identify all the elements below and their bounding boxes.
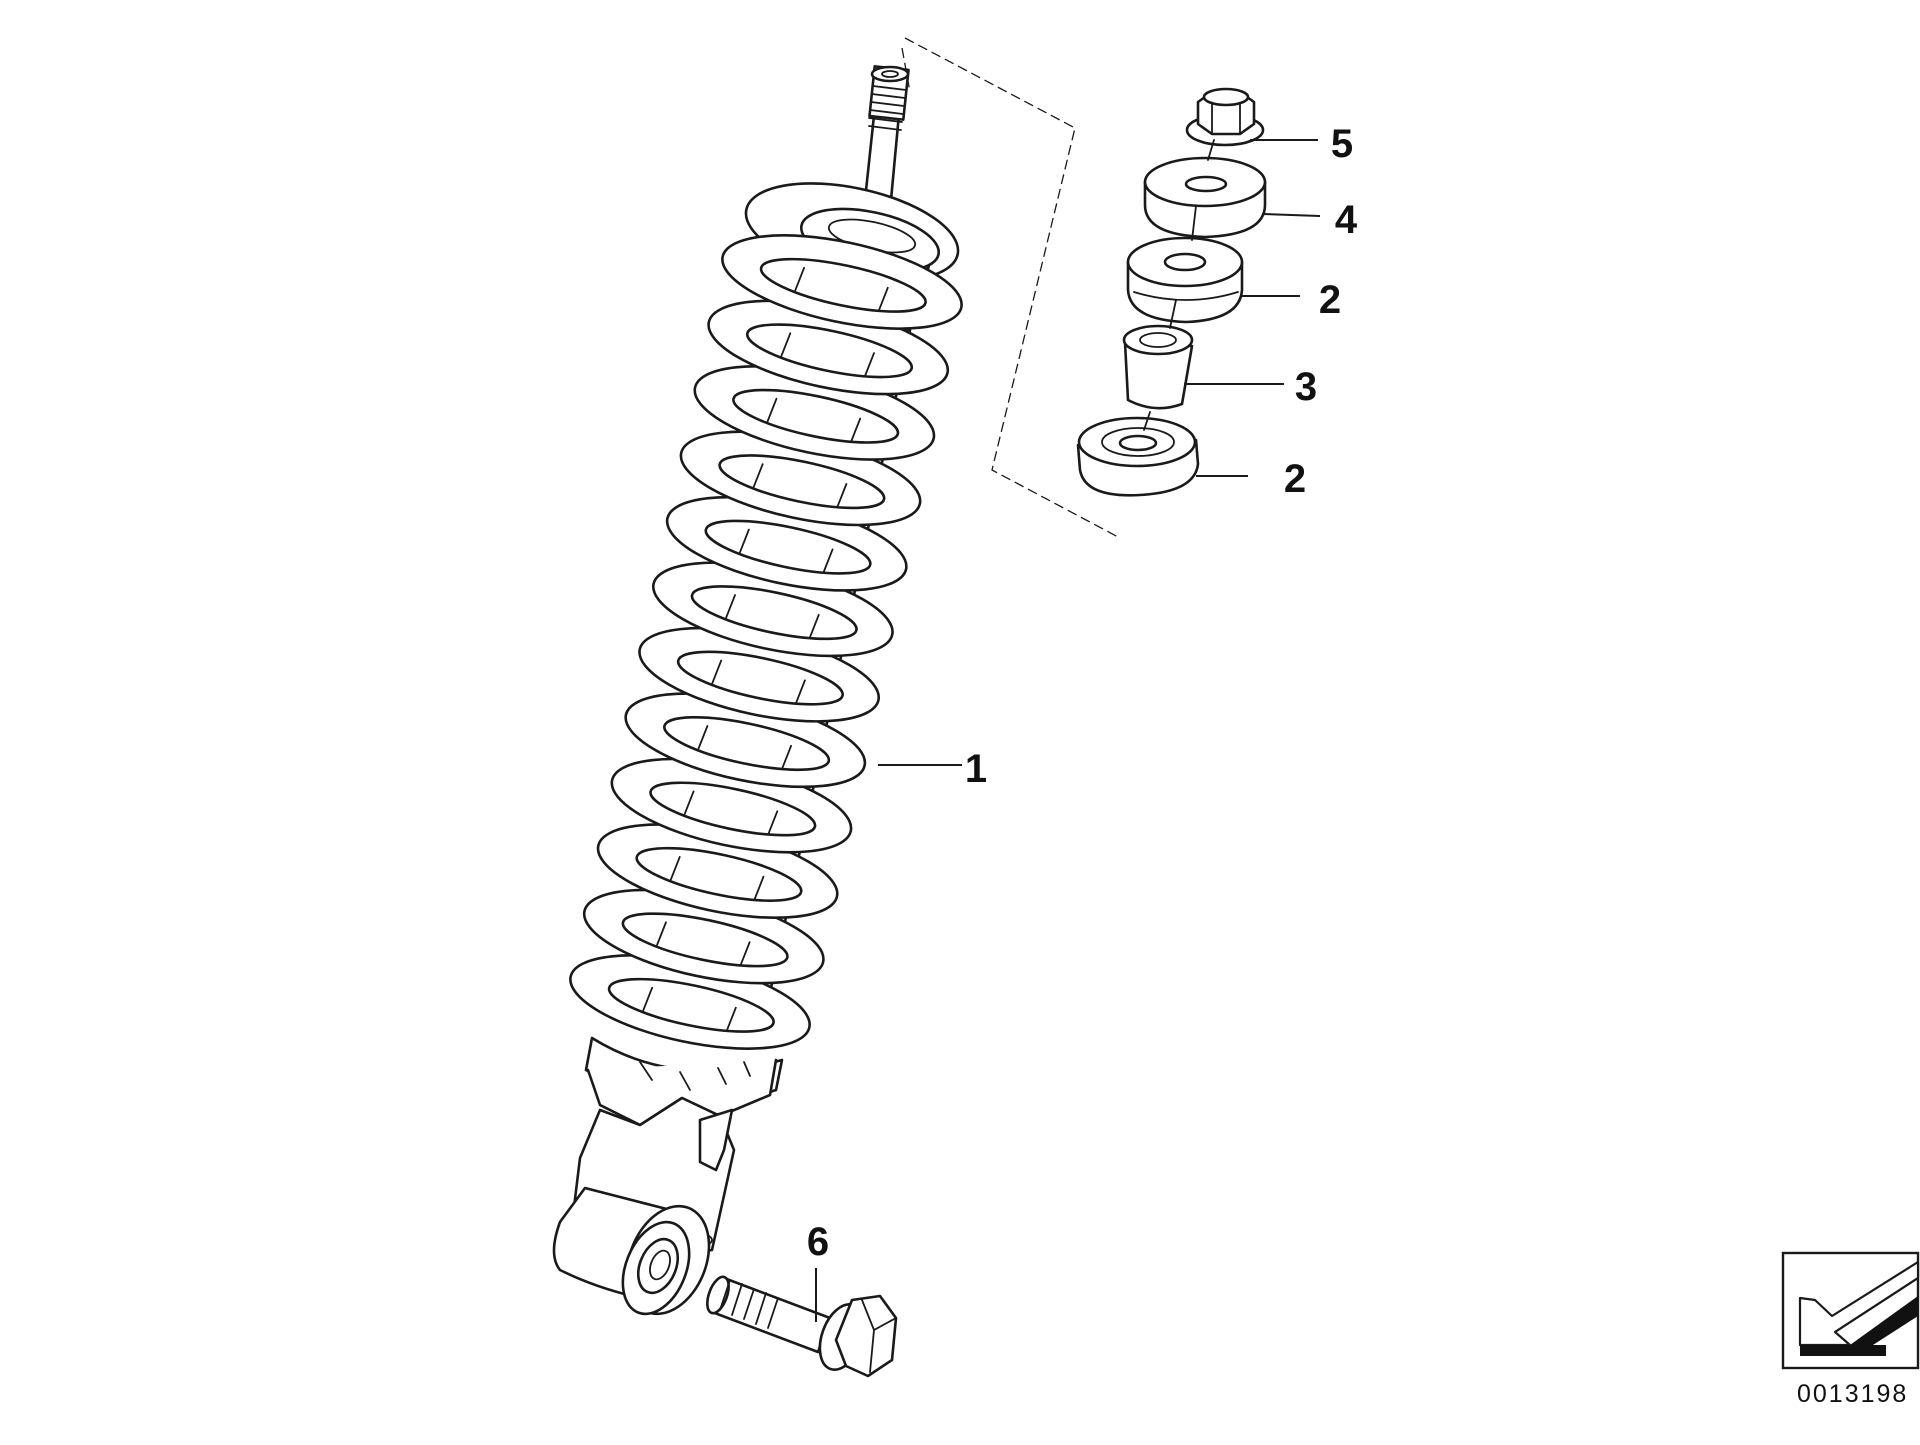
rubber-mount-upper — [1126, 236, 1244, 324]
catalog-number: 0013198 — [1797, 1380, 1908, 1408]
callout-4: 4 — [1335, 198, 1358, 242]
assembly-guide-line — [904, 37, 1121, 539]
rod-thread — [868, 65, 910, 131]
damper-eye-mount — [552, 1186, 711, 1316]
lower-spring-seat — [584, 1036, 784, 1127]
leader-lines — [815, 139, 1321, 1322]
spacer-sleeve — [1122, 324, 1194, 410]
orientation-box: 0013198 — [1781, 1251, 1920, 1408]
callout-6: 6 — [807, 1220, 829, 1264]
leader-4 — [1261, 213, 1321, 217]
hex-bolt — [706, 1275, 898, 1378]
callout-1: 1 — [965, 747, 987, 791]
coil-spring — [569, 234, 963, 1050]
callout-2-upper: 2 — [1319, 278, 1341, 322]
spring-coil — [721, 234, 963, 330]
callout-numbers: 5 4 2 3 2 1 6 — [807, 122, 1358, 1264]
spring-strut — [552, 65, 963, 1316]
washer — [1143, 156, 1267, 239]
collar-nut — [1185, 87, 1265, 147]
callout-3: 3 — [1295, 365, 1317, 409]
callout-2-lower: 2 — [1284, 457, 1306, 501]
callout-5: 5 — [1331, 122, 1353, 166]
rubber-mount-lower — [1076, 416, 1200, 497]
arrow-direction-icon — [1798, 1260, 1920, 1356]
